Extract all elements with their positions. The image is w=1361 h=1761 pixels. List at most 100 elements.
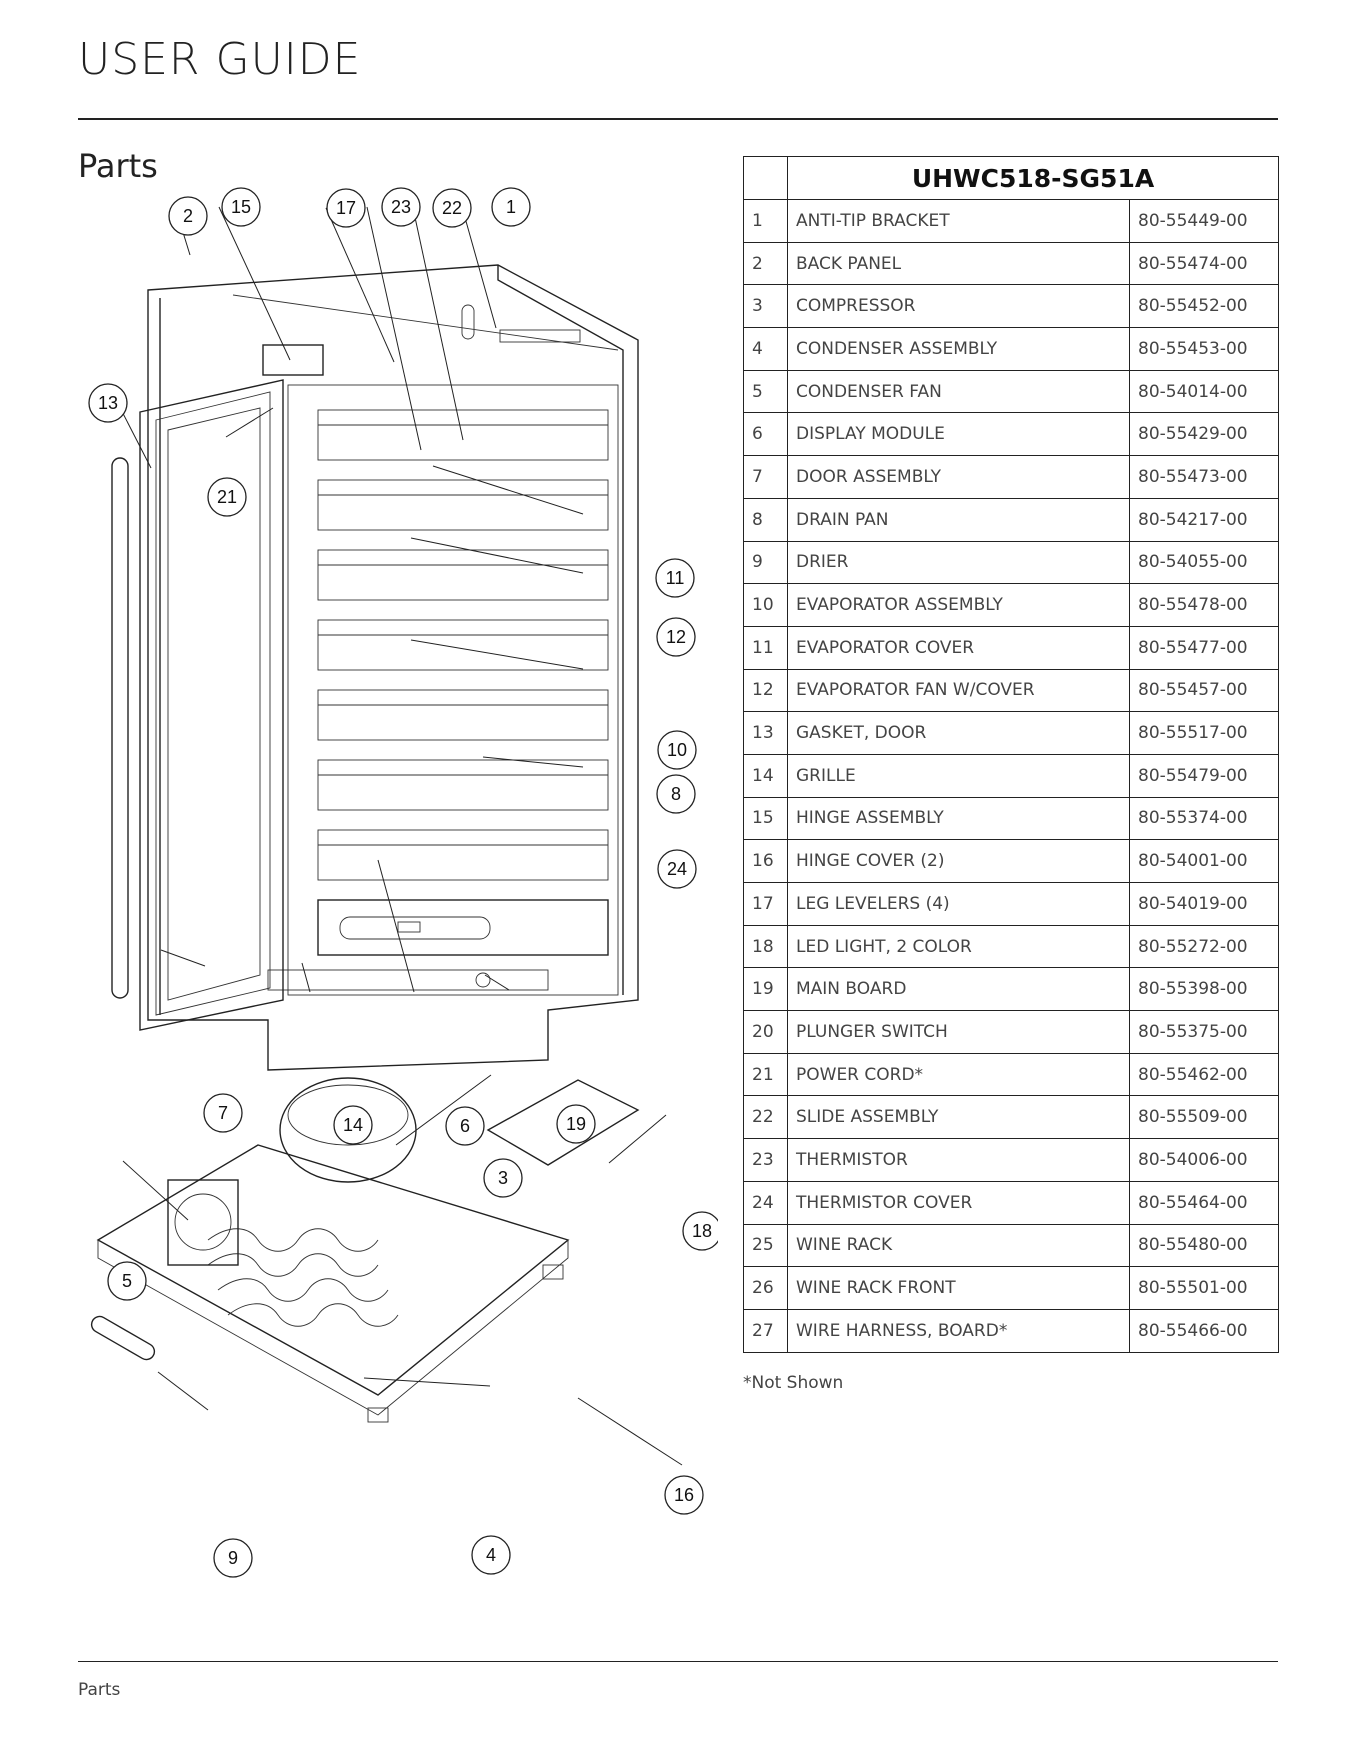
part-number: 5 [743,369,788,414]
part-name: GRILLE [787,753,1130,798]
wine-racks [317,409,609,881]
part-number: 15 [743,796,788,841]
part-name: POWER CORD* [787,1052,1130,1097]
part-number: 14 [743,753,788,798]
part-name: COMPRESSOR [787,284,1130,329]
part-code: 80-55375-00 [1129,1010,1279,1054]
svg-text:4: 4 [486,1545,496,1565]
svg-text:15: 15 [231,197,251,217]
svg-text:17: 17 [336,198,356,218]
part-name: CONDENSER FAN [787,369,1130,414]
callout-19: 19 [556,1104,596,1144]
svg-text:3: 3 [498,1168,508,1188]
part-number: 1 [743,199,788,243]
svg-text:7: 7 [218,1103,228,1123]
part-code: 80-54217-00 [1129,497,1279,542]
part-number: 27 [743,1308,788,1353]
part-name: EVAPORATOR FAN W/COVER [787,668,1130,713]
part-number: 12 [743,668,788,713]
callout-7: 7 [203,1093,243,1133]
part-number: 10 [743,583,788,627]
callout-4: 4 [471,1535,511,1575]
part-name: WIRE HARNESS, BOARD* [787,1308,1130,1353]
part-name: WINE RACK FRONT [787,1266,1130,1310]
part-number: 11 [743,625,788,670]
part-code: 80-55473-00 [1129,455,1279,499]
part-code: 80-54006-00 [1129,1138,1279,1182]
table-header-blank [743,156,788,200]
part-code: 80-55478-00 [1129,583,1279,627]
part-name: LEG LEVELERS (4) [787,882,1130,926]
part-code: 80-55477-00 [1129,625,1279,670]
part-name: DISPLAY MODULE [787,412,1130,457]
callout-6: 6 [445,1106,485,1146]
part-code: 80-54019-00 [1129,882,1279,926]
parts-diagram: 2 15 17 23 22 1 13 21 11 12 10 8 24 7 14… [88,187,718,1578]
callout-24: 24 [657,849,697,889]
base-assembly-drawing [90,1077,640,1423]
part-number: 13 [743,711,788,755]
part-number: 18 [743,924,788,969]
callout-18: 18 [682,1211,718,1251]
part-name: WINE RACK [787,1223,1130,1268]
footnote: *Not Shown [743,1373,844,1393]
part-code: 80-55474-00 [1129,241,1279,286]
part-name: SLIDE ASSEMBLY [787,1095,1130,1140]
part-name: PLUNGER SWITCH [787,1010,1130,1054]
svg-text:11: 11 [666,568,685,588]
table-header-row: UHWC518-SG51A [743,156,1279,200]
svg-text:16: 16 [674,1485,694,1505]
part-name: EVAPORATOR COVER [787,625,1130,670]
part-code: 80-54055-00 [1129,540,1279,585]
callout-9: 9 [213,1538,253,1578]
model-number: UHWC518-SG51A [787,156,1279,200]
part-code: 80-55272-00 [1129,924,1279,969]
section-title: Parts [78,147,158,185]
part-number: 4 [743,327,788,371]
part-number: 17 [743,882,788,926]
part-code: 80-55480-00 [1129,1223,1279,1268]
part-code: 80-55464-00 [1129,1180,1279,1225]
callout-22: 22 [432,188,472,228]
part-number: 2 [743,241,788,286]
part-name: DRIER [787,540,1130,585]
part-name: DOOR ASSEMBLY [787,455,1130,499]
footer-divider [78,1661,1278,1662]
part-code: 80-55429-00 [1129,412,1279,457]
svg-text:9: 9 [228,1548,238,1568]
part-number: 16 [743,839,788,883]
part-name: LED LIGHT, 2 COLOR [787,924,1130,969]
svg-text:24: 24 [667,859,687,879]
part-name: THERMISTOR COVER [787,1180,1130,1225]
leader-lines [111,206,683,1466]
svg-text:23: 23 [391,197,411,217]
callout-13: 13 [88,383,128,423]
svg-text:21: 21 [217,487,237,507]
svg-text:1: 1 [506,197,516,217]
svg-text:19: 19 [566,1114,586,1134]
svg-text:18: 18 [692,1221,712,1241]
svg-text:22: 22 [442,198,462,218]
part-code: 80-54014-00 [1129,369,1279,414]
part-number: 6 [743,412,788,457]
svg-text:10: 10 [667,740,687,760]
svg-text:14: 14 [343,1115,363,1135]
